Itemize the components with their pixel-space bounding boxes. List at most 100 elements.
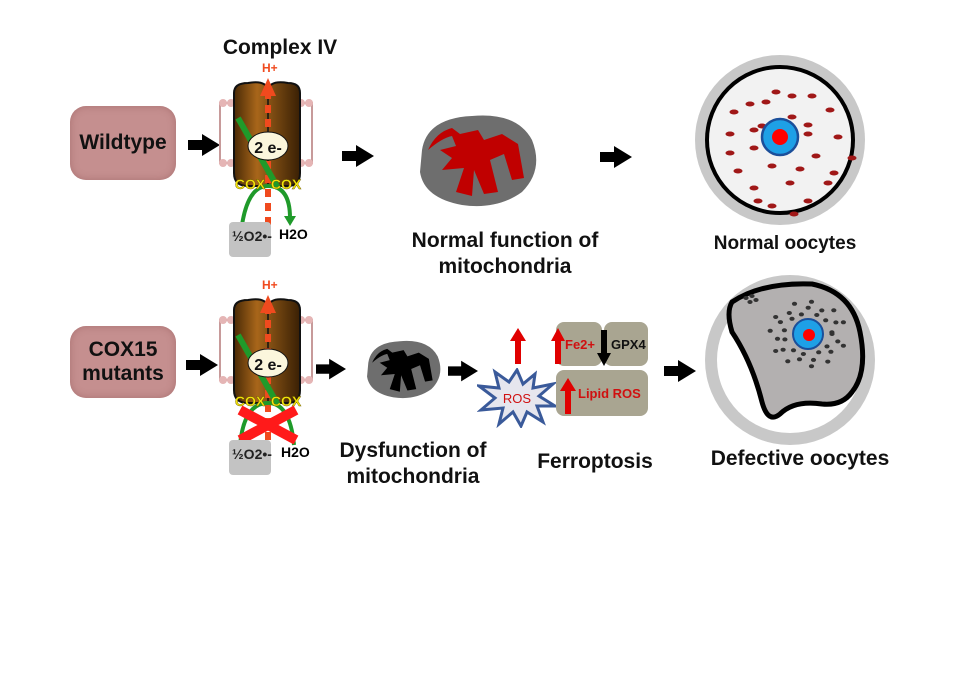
mitochondrion-dot <box>787 93 797 99</box>
water-product-label: H2O <box>281 444 310 460</box>
clustered-mitochondrion-dot <box>781 328 787 333</box>
oxygen-substrate-label: ½O2•- <box>232 446 272 462</box>
clustered-mitochondrion-dot <box>791 301 798 306</box>
mitochondrion-dot <box>807 93 817 99</box>
mitochondrion-dot <box>825 107 835 113</box>
cox-label: COX <box>271 176 302 192</box>
mitochondrion-dot <box>753 198 763 204</box>
mitochondrion-dot <box>767 203 777 209</box>
complex-iv-mutant: 2 e- COX COX H+ <box>219 278 313 446</box>
clustered-mitochondrion-dot <box>819 308 825 313</box>
mitochondrion-dot <box>749 185 759 191</box>
membrane-left <box>219 102 235 164</box>
arrow-icon <box>600 146 632 168</box>
label-line: Dysfunction of <box>339 439 487 462</box>
clustered-mitochondrion-dot <box>747 300 753 304</box>
proton-label: H+ <box>262 61 278 75</box>
clustered-mitochondrion-dot <box>824 344 830 349</box>
oxygen-substrate-box <box>229 440 271 475</box>
clustered-mitochondrion-dot <box>829 330 835 335</box>
clustered-mitochondrion-dot <box>796 357 803 362</box>
up-arrow-icon <box>510 328 526 364</box>
electron-label: 2 e- <box>254 357 282 374</box>
clustered-mitochondrion-dot <box>777 320 783 325</box>
clustered-mitochondrion-dot <box>833 320 839 325</box>
ros-burst: ROS <box>477 368 557 428</box>
mitochondrion-dot <box>745 101 755 107</box>
clustered-mitochondrion-dot <box>808 364 815 369</box>
electron-label: 2 e- <box>254 140 282 157</box>
cox15-mutants-box: COX15 mutants <box>70 326 176 398</box>
clustered-mitochondrion-dot <box>785 359 791 364</box>
mitochondria-dysfunction-label: Dysfunction of mitochondria <box>318 438 508 490</box>
mitochondrion-dot <box>833 134 843 140</box>
arrow-icon <box>448 360 478 382</box>
arrow-icon <box>188 134 220 156</box>
clustered-mitochondrion-dot <box>805 305 811 310</box>
wildtype-box: Wildtype <box>70 106 176 180</box>
clustered-mitochondrion-dot <box>743 296 749 300</box>
mitochondrion-dot <box>787 114 797 120</box>
mitochondrion-dot <box>725 131 735 137</box>
mitochondrion-dot <box>795 166 805 172</box>
clustered-mitochondrion-dot <box>789 316 795 321</box>
clustered-mitochondrion-dot <box>835 339 841 344</box>
genotype-label: COX15 <box>88 338 158 361</box>
down-arrow-icon <box>597 330 611 366</box>
mitochondrion-dot <box>725 150 735 156</box>
mitochondrion-dot <box>771 89 781 95</box>
label-line: mitochondria <box>438 255 572 278</box>
fe2-box <box>556 322 602 366</box>
mitochondrion-dot <box>803 122 813 128</box>
lipid-ros-label: Lipid ROS <box>578 386 641 401</box>
ros-label: ROS <box>503 391 532 406</box>
mitochondrion-dot <box>789 211 799 217</box>
lipid-ros-box <box>556 370 648 416</box>
mitochondrion-dot <box>829 170 839 176</box>
clustered-mitochondrion-dot <box>753 298 759 302</box>
arrow-icon <box>186 354 218 376</box>
proton-label: H+ <box>262 278 278 292</box>
mitochondrion-normal <box>420 115 537 207</box>
clustered-mitochondrion-dot <box>816 350 822 355</box>
clustered-mitochondrion-dot <box>773 349 779 353</box>
blocked-x-icon <box>237 405 299 445</box>
mitochondrion-dot <box>767 163 777 169</box>
clustered-mitochondrion-dot <box>840 343 846 348</box>
clustered-mitochondrion-dot <box>823 318 829 323</box>
mitochondria-normal-label: Normal function of mitochondria <box>385 228 625 280</box>
mitochondrion-dot <box>811 153 821 159</box>
clustered-mitochondrion-dot <box>790 348 797 353</box>
ferroptosis-label: Ferroptosis <box>537 450 653 473</box>
fe2-label: Fe2+ <box>565 337 595 352</box>
clustered-mitochondrion-dot <box>798 312 804 317</box>
arrow-icon <box>342 145 374 167</box>
gpx4-label: GPX4 <box>611 337 646 352</box>
clustered-mitochondrion-dot <box>825 359 831 364</box>
up-arrow-icon <box>560 378 576 414</box>
oxygen-substrate-box <box>229 222 271 257</box>
clustered-mitochondrion-dot <box>782 337 788 342</box>
clustered-mitochondrion-dot <box>831 308 837 313</box>
clustered-mitochondrion-dot <box>767 328 773 333</box>
oocyte-normal <box>695 55 865 225</box>
genotype-label: mutants <box>82 362 164 385</box>
clustered-mitochondrion-dot <box>814 313 820 317</box>
oxygen-substrate-label: ½O2•- <box>232 228 272 244</box>
cox-label: COX <box>271 393 302 409</box>
arrow-icon <box>664 360 696 382</box>
cox-label: COX <box>235 176 266 192</box>
clustered-mitochondrion-dot <box>810 357 817 362</box>
mitochondrion-dysfunctional <box>367 340 441 399</box>
mitochondrion-dot <box>749 145 759 151</box>
mitochondrion-dot <box>823 180 833 186</box>
clustered-mitochondrion-dot <box>828 349 834 354</box>
label-line: Normal function of <box>411 229 599 252</box>
mitochondrion-dot <box>733 168 743 174</box>
clustered-mitochondrion-dot <box>800 352 806 356</box>
mitochondrion-dot <box>785 180 795 186</box>
oocyte-defective <box>705 275 875 445</box>
label-line: mitochondria <box>346 465 480 488</box>
mitochondrion-dot <box>847 155 857 161</box>
cox-label: COX <box>235 393 266 409</box>
